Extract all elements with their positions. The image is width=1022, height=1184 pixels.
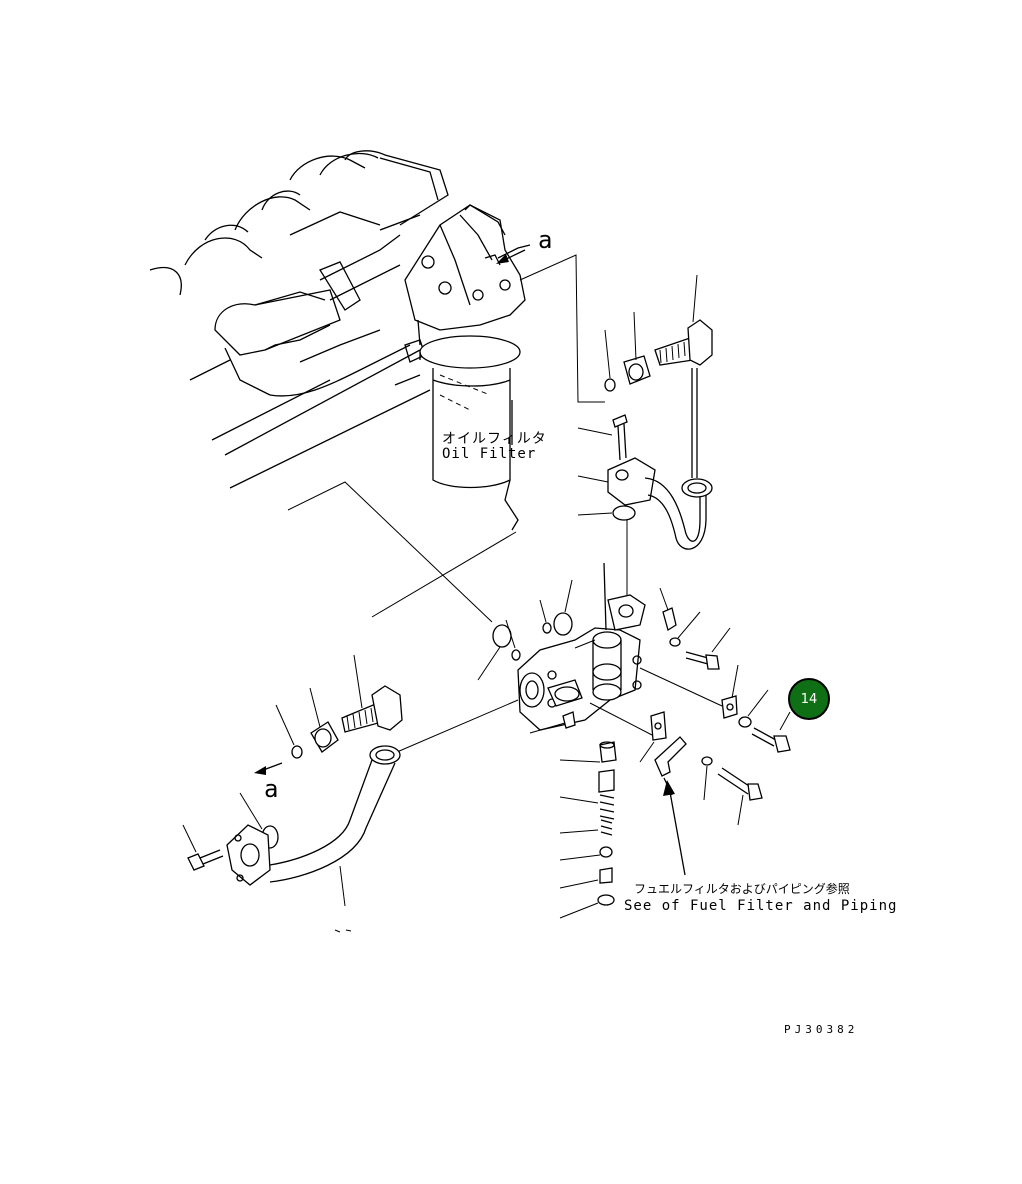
- engine-block: [149, 150, 449, 489]
- drawing-number: PJ30382: [784, 1023, 859, 1036]
- leader-filter-base: [371, 531, 517, 618]
- detail-a-bottom-label: a: [264, 775, 280, 803]
- lower-pipe-group: [182, 654, 519, 933]
- callout-badge-14[interactable]: 14: [788, 678, 830, 720]
- upper-pipe-group: [577, 274, 713, 600]
- fuel-reference-label-jp: フュエルフィルタおよびパイピング参照: [634, 882, 850, 896]
- leader-filter-head: [519, 254, 605, 403]
- relief-valve-stack: [529, 711, 617, 919]
- fuel-reference-label-en: See of Fuel Filter and Piping: [624, 898, 898, 914]
- arrow-a-top-icon: [496, 249, 526, 264]
- oil-filter-label-en: Oil Filter: [442, 446, 537, 462]
- leader-manifold-ring: [287, 481, 493, 623]
- manifold-block: [477, 562, 791, 876]
- oil-filter-label-jp: オイルフィルタ: [442, 431, 547, 447]
- detail-a-top-label: a: [538, 226, 554, 254]
- oil-filter-assembly: [404, 204, 531, 531]
- callout-number: 14: [800, 691, 818, 707]
